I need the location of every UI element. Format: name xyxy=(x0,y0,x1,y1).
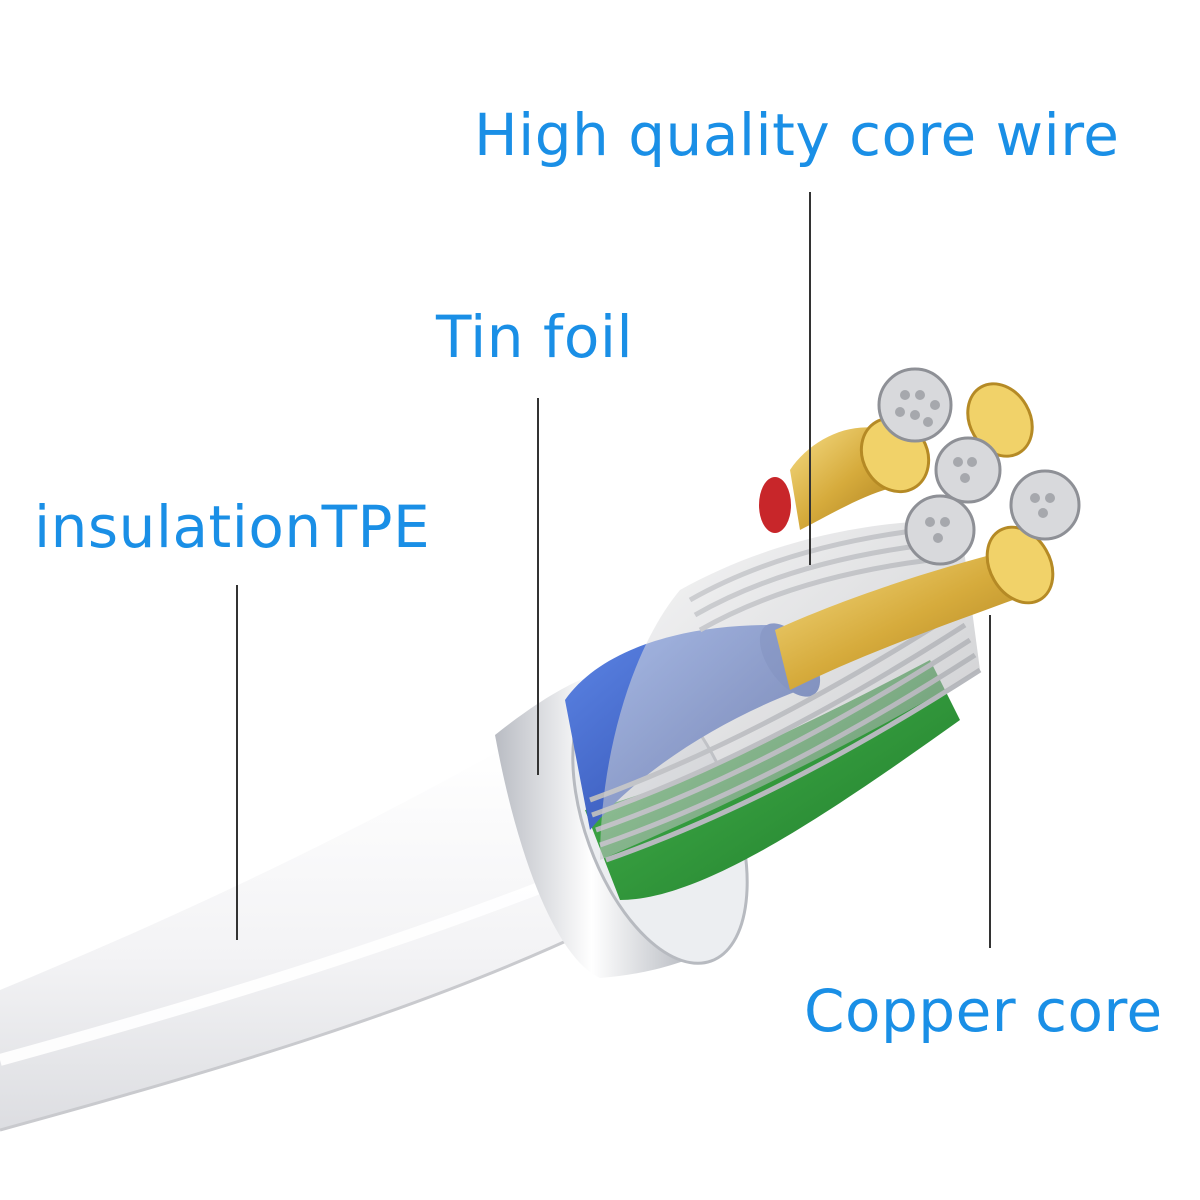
silver-strand-bundles xyxy=(877,367,1081,566)
red-wire xyxy=(759,477,791,533)
label-copper-core: Copper core xyxy=(804,977,1163,1045)
label-insulation-tpe: insulationTPE xyxy=(34,493,431,561)
leader-lines xyxy=(236,192,991,948)
label-core-wire: High quality core wire xyxy=(474,101,1120,169)
label-tin-foil: Tin foil xyxy=(436,303,634,371)
copper-conductor-front xyxy=(775,550,1040,690)
tpe-jacket xyxy=(0,745,590,1130)
